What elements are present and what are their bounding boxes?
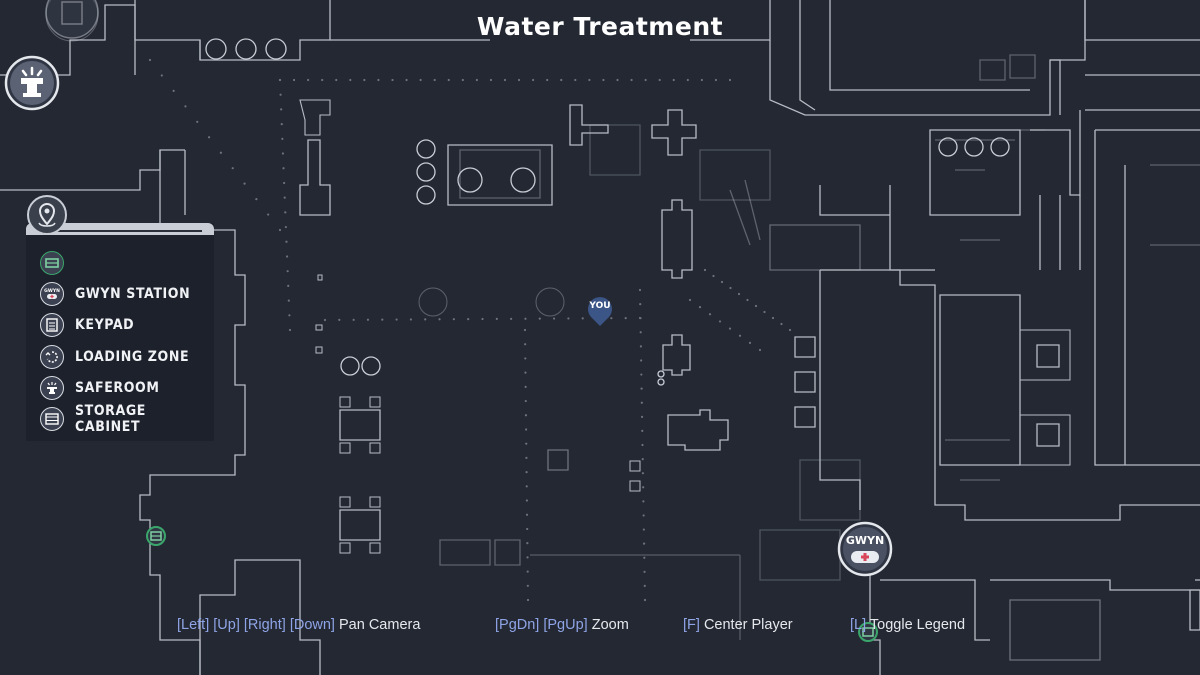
saferoom-icon[interactable]: [4, 55, 60, 111]
legend-label: STORAGE CABINET: [75, 403, 146, 436]
hint-keys: [F]: [683, 617, 700, 633]
legend-item-storage-green: [40, 247, 214, 278]
legend-label: GWYN STATION: [75, 285, 191, 302]
keypad-icon: [40, 313, 64, 338]
keypad-icon: [45, 0, 99, 39]
gwyn-marker-label: GWYN: [845, 534, 885, 547]
player-marker: YOU: [586, 295, 614, 329]
legend-list: GWYN GWYN STATION KEYPAD LOADING ZONE SA…: [40, 247, 214, 435]
hint-zoom: [PgDn] [PgUp] Zoom: [495, 617, 629, 633]
hint-action: Center Player: [703, 617, 793, 633]
legend-label: SAFEROOM: [75, 379, 160, 396]
hint-action: Toggle Legend: [869, 617, 966, 633]
loading-zone-icon: [40, 344, 64, 369]
hint-keys: [Left] [Up] [Right] [Down]: [177, 617, 335, 633]
gwyn-station-marker[interactable]: GWYN: [837, 521, 893, 577]
map-legend: GWYN GWYN STATION KEYPAD LOADING ZONE SA…: [26, 195, 214, 441]
hint-pan-camera: [Left] [Up] [Right] [Down] Pan Camera: [177, 617, 420, 633]
storage-cabinet-icon: [40, 407, 64, 432]
storage-cabinet-green-icon[interactable]: [858, 622, 878, 642]
hint-action: Zoom: [591, 617, 629, 633]
storage-cabinet-green-icon[interactable]: [146, 526, 166, 546]
hint-action: Pan Camera: [339, 617, 421, 633]
map-pin-icon[interactable]: [27, 195, 67, 235]
legend-item-saferoom: SAFEROOM: [40, 372, 214, 403]
legend-item-gwyn-station: GWYN GWYN STATION: [40, 278, 214, 309]
legend-label: KEYPAD: [75, 317, 135, 334]
legend-item-loading-zone: LOADING ZONE: [40, 341, 214, 372]
legend-item-keypad: KEYPAD: [40, 310, 214, 341]
saferoom-icon: [40, 375, 64, 400]
hint-center-player: [F] Center Player: [683, 617, 793, 633]
hint-keys: [PgDn] [PgUp]: [495, 617, 588, 633]
hint-toggle-legend: [L] Toggle Legend: [850, 617, 965, 633]
map-title: Water Treatment: [476, 12, 724, 41]
player-label: YOU: [589, 301, 611, 311]
legend-label: LOADING ZONE: [75, 348, 190, 365]
legend-header-bar: [26, 223, 214, 235]
svg-text:GWYN: GWYN: [44, 288, 60, 294]
gwyn-station-icon: GWYN: [40, 281, 64, 306]
storage-cabinet-green-icon: [40, 250, 64, 275]
hint-keys: [L]: [850, 617, 867, 633]
legend-item-storage-cabinet: STORAGE CABINET: [40, 403, 214, 436]
